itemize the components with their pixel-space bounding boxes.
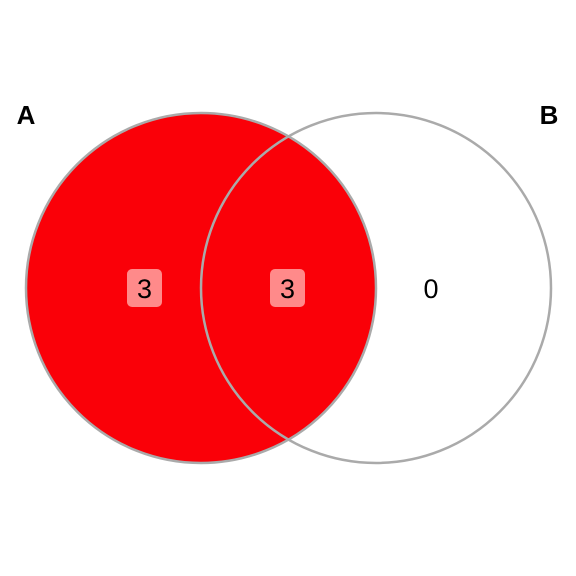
a-only-badge bbox=[127, 269, 162, 307]
intersection-badge bbox=[270, 269, 305, 307]
intersection-area bbox=[201, 113, 376, 463]
set-b-label: B bbox=[540, 100, 559, 130]
set-a-label: A bbox=[17, 100, 36, 130]
b-only-count: 0 bbox=[423, 274, 438, 304]
set-b-outline bbox=[199, 111, 553, 465]
a-only-count: 3 bbox=[137, 274, 152, 304]
set-a-outline bbox=[24, 111, 378, 465]
intersection-count: 3 bbox=[280, 274, 295, 304]
